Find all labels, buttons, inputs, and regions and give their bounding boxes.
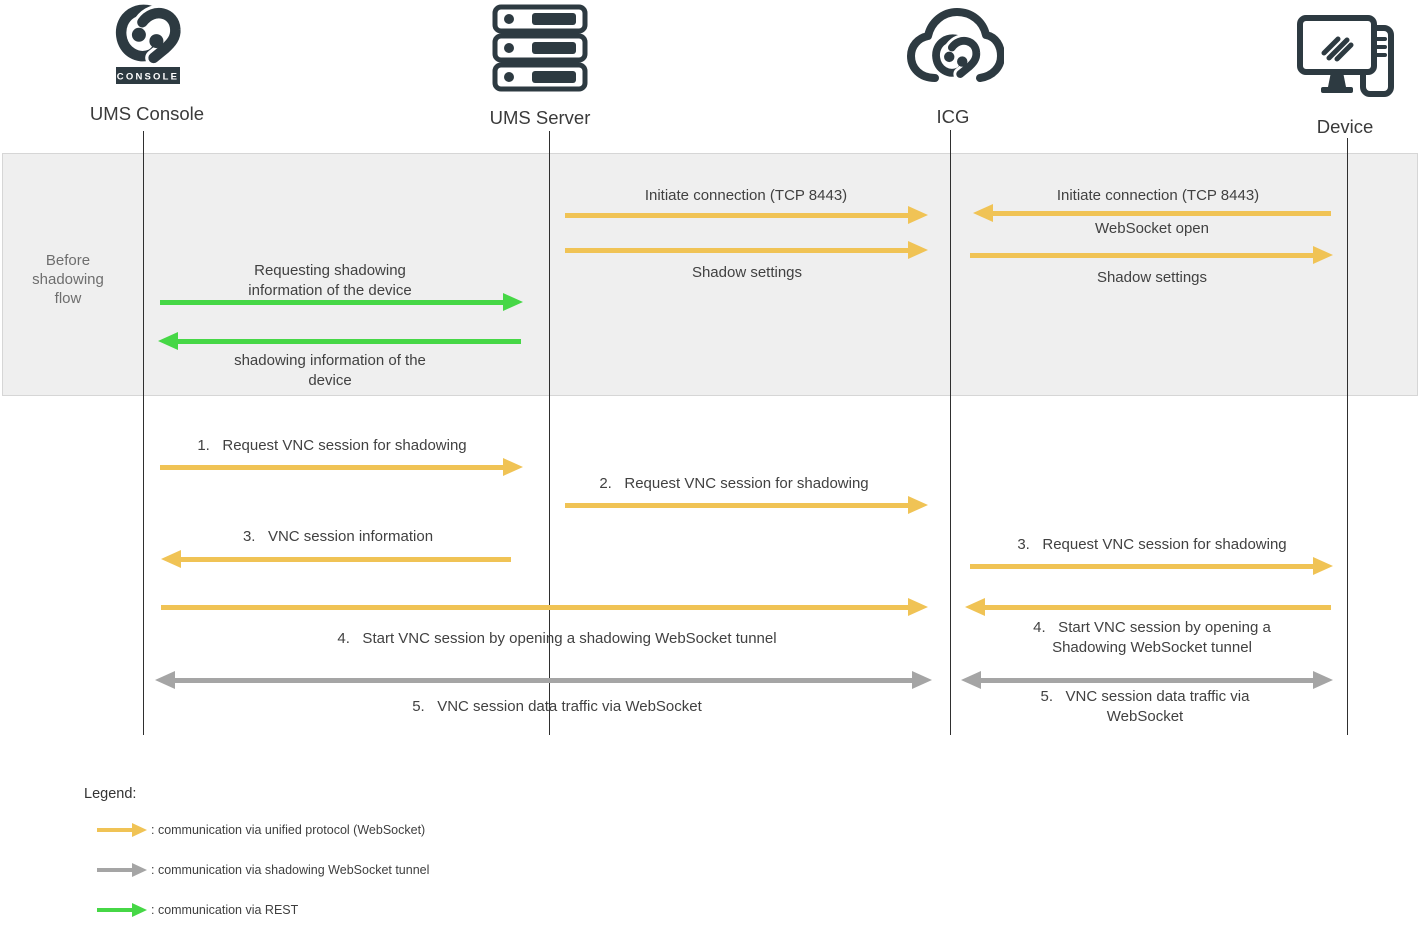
igel-console-icon: CONSOLE [100,4,195,103]
message-initiate-connection-server-icg: Initiate connection (TCP 8443) [644,187,848,204]
message-step5-traffic-device: 5. VNC session data traffic via WebSocke… [1040,688,1250,725]
before-shadowing-band [2,153,1418,396]
message-shadowing-info-response: shadowing information of the device [234,352,426,389]
message-step3-request-vnc-device: 3. Request VNC session for shadowing [1017,536,1287,553]
message-step1: 1. Request VNC session for shadowing [197,437,467,454]
console-badge-text: CONSOLE [117,72,179,83]
actor-label-icg: ICG [936,106,970,127]
cloud-igel-icon [906,6,1005,105]
message-initiate-connection-device-icg: Initiate connection (TCP 8443) [1056,187,1260,204]
actor-label-ums-console: UMS Console [89,103,205,124]
message-step5-traffic: 5. VNC session data traffic via WebSocke… [412,698,702,715]
message-step3-vnc-info: 3. VNC session information [242,528,434,545]
message-step2: 2. Request VNC session for shadowing [599,475,869,492]
lifeline-ums-console [143,131,144,735]
lifeline-device [1347,138,1348,735]
message-shadow-settings-server-icg: Shadow settings [691,264,803,281]
server-stack-icon [492,4,588,99]
legend-item-shadowing-tunnel: : communication via shadowing WebSocket … [151,863,430,877]
message-shadow-settings-icg-device: Shadow settings [1096,269,1208,286]
lifeline-ums-server [549,131,550,735]
legend-item-unified-protocol: : communication via unified protocol (We… [151,823,426,837]
actor-label-device: Device [1316,116,1374,137]
lifeline-icg [950,130,951,735]
phase-band-label: Before shadowing flow [32,252,104,307]
device-monitor-icon [1297,12,1397,112]
message-websocket-open: WebSocket open [1095,220,1209,237]
legend-title: Legend: [84,786,137,802]
message-step4-start-vnc: 4. Start VNC session by opening a shadow… [337,630,777,647]
message-step4-start-vnc-device: 4. Start VNC session by opening a Shadow… [1033,619,1271,656]
message-requesting-shadowing-info: Requesting shadowing information of the … [248,262,412,299]
actor-label-ums-server: UMS Server [489,107,591,128]
legend-item-rest: : communication via REST [151,903,299,917]
